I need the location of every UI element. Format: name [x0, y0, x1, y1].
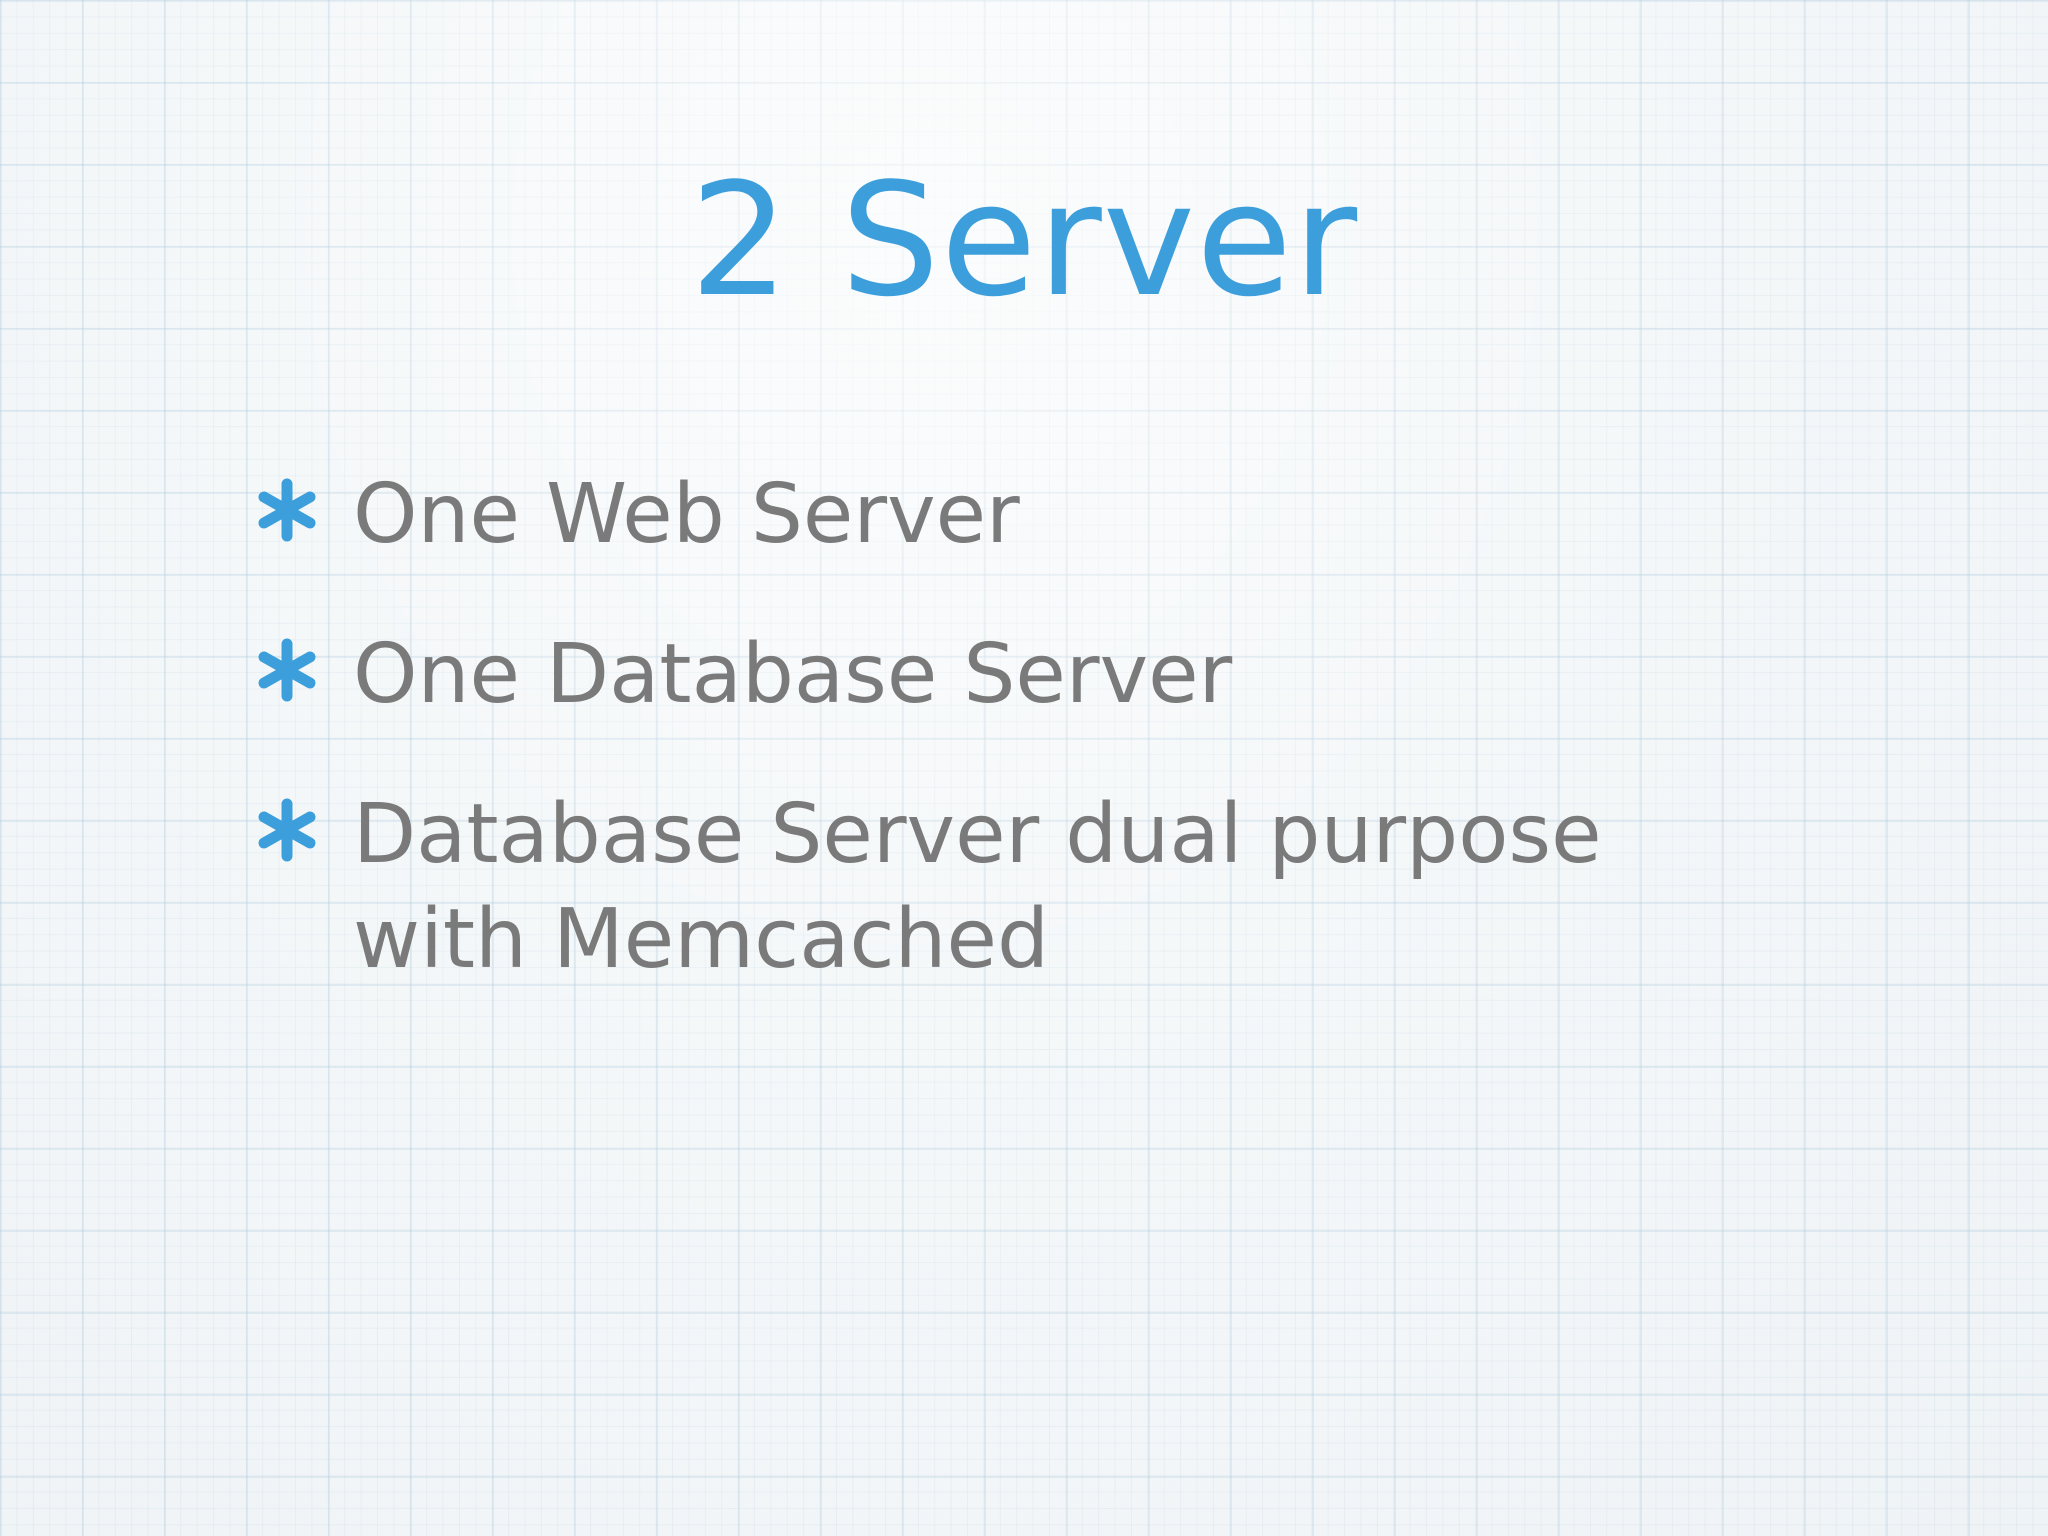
asterisk-icon	[258, 638, 316, 702]
bullet-item-memcached: Database Server dual purpose with Memcac…	[255, 782, 1775, 992]
bullet-text: One Database Server	[353, 627, 1233, 722]
asterisk-icon	[258, 798, 316, 862]
asterisk-icon	[258, 478, 316, 542]
bullet-item-database-server: One Database Server	[255, 622, 1775, 727]
bullet-list: One Web Server One Database Server D	[255, 462, 1775, 1047]
bullet-item-web-server: One Web Server	[255, 462, 1775, 567]
slide-title: 2 Server	[689, 149, 1359, 331]
bullet-text: One Web Server	[353, 467, 1020, 562]
bullet-text: Database Server dual purpose with Memcac…	[353, 787, 1602, 987]
